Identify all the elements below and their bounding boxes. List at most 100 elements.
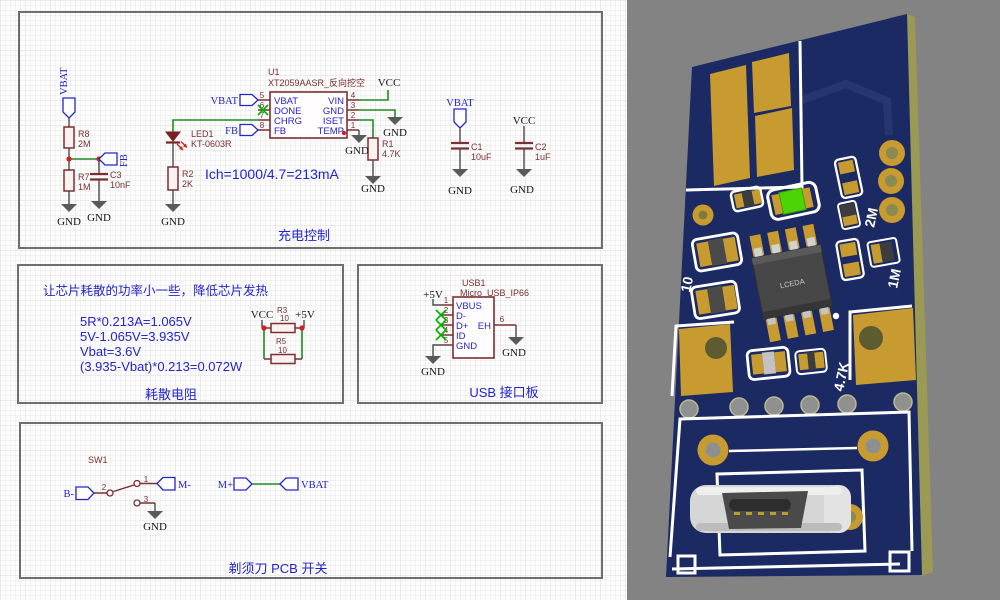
r3-value[interactable]: 10 [280,314,289,323]
net-port-vbat-bottom[interactable]: VBAT [279,477,329,491]
net-label-mplus[interactable]: M+ [218,480,233,491]
gnd-label[interactable]: GND [87,212,111,224]
r5-value[interactable]: 10 [278,346,287,355]
r5-ref[interactable]: R5 [276,337,287,346]
led1-value[interactable]: KT-0603R [191,139,232,149]
vcc-flag-u1[interactable]: VCC [378,77,401,89]
gnd-symbol-r7[interactable]: GND [57,204,81,228]
port-symbol-mminus[interactable] [156,476,176,491]
p5v-flag-r3[interactable]: +5V [295,309,315,321]
gnd-label[interactable]: GND [421,366,445,378]
net-port-mplus[interactable]: M+ [218,477,253,491]
r7-value[interactable]: 1M [78,182,91,192]
led1-ref[interactable]: LED1 [191,129,214,139]
net-label-bminus[interactable]: B- [64,489,75,500]
connector-usb1[interactable]: USB1 Micro_USB_IP66 1 2 3 4 5 6 VBUS D- … [435,278,529,359]
net-port-vbat-top[interactable]: VBAT [59,67,76,119]
dissipation-note[interactable]: 让芯片耗散的功率小一些，降低芯片发热 [43,283,269,298]
section-label-usb[interactable]: USB 接口板 [469,385,538,400]
wire-chrg-led[interactable] [172,119,258,132]
section-label-dissipation[interactable]: 耗散电阻 [145,387,197,402]
c3-value[interactable]: 10nF [110,180,131,190]
frame-charge-control[interactable] [18,11,603,249]
resistor-r5[interactable]: R5 10 [264,337,302,365]
wire-gnd-pin3[interactable] [359,109,396,117]
u1-ref[interactable]: U1 [268,67,280,77]
calc-line-4[interactable]: (3.935-Vbat)*0.213=0.072W [80,359,243,374]
pcb-3d-view[interactable]: 2M 1M 10 [627,0,1000,600]
wire-vin-vcc[interactable] [359,90,389,101]
gnd-label[interactable]: GND [161,216,185,228]
net-port-vbat-pin5[interactable]: VBAT [211,93,259,108]
led-led1[interactable]: LED1 KT-0603R [164,129,232,151]
frame-usb[interactable] [357,264,603,404]
r8-value[interactable]: 2M [78,139,91,149]
capacitor-c3[interactable]: C3 10nF [90,159,131,201]
r2-ref[interactable]: R2 [182,169,194,179]
net-label-mminus[interactable]: M- [178,480,191,491]
switch-sw1[interactable]: 2 1 3 [94,475,157,511]
port-symbol-vbat[interactable] [279,477,299,491]
sw1-ref[interactable]: SW1 [88,455,108,465]
port-symbol-fb[interactable] [239,123,259,137]
calc-line-1[interactable]: 5R*0.213A=1.065V [80,314,192,329]
resistor-r3[interactable]: R3 10 [264,306,302,334]
calc-line-3[interactable]: Vbat=3.6V [80,344,141,359]
p5v-flag-usb[interactable]: +5V [423,289,443,301]
c3-ref[interactable]: C3 [110,170,122,180]
gnd-label[interactable]: GND [361,183,385,195]
gnd-symbol-r1[interactable]: GND [361,176,385,195]
gnd-symbol-usb-eh[interactable]: GND [502,337,526,359]
c1-ref[interactable]: C1 [471,142,483,152]
gnd-label[interactable]: GND [383,127,407,139]
r1-ref[interactable]: R1 [382,139,394,149]
r3-ref[interactable]: R3 [277,306,288,315]
c1-value[interactable]: 10uF [471,152,492,162]
usb1-value[interactable]: Micro_USB_IP66 [460,288,529,298]
wire-stub[interactable] [432,299,517,356]
calc-line-2[interactable]: 5V-1.065V=3.935V [80,329,190,344]
u1-value[interactable]: XT2059AASR_反向挖空 [268,77,365,88]
port-symbol-bminus[interactable] [75,486,95,501]
gnd-symbol-sw[interactable]: GND [143,511,167,533]
r1-value[interactable]: 4.7K [382,149,401,159]
ich-annotation[interactable]: Ich=1000/4.7=213mA [205,166,340,182]
net-label-vbat[interactable]: VBAT [446,98,474,109]
gnd-symbol-usb5[interactable]: GND [421,356,445,378]
gnd-symbol-pin1[interactable]: GND [345,135,369,157]
gnd-label[interactable]: GND [143,521,167,533]
gnd-symbol-pin3[interactable]: GND [383,117,407,139]
r8-ref[interactable]: R8 [78,129,90,139]
port-symbol-vbat[interactable] [62,97,76,119]
gnd-symbol-r2[interactable]: GND [161,204,185,228]
wire-parallel[interactable] [263,328,303,359]
section-label-charge[interactable]: 充电控制 [278,228,330,243]
ic-u1[interactable]: U1 XT2059AASR_反向挖空 5 6 7 8 4 3 2 1 VBAT … [257,67,365,139]
net-port-fb-pin8[interactable]: FB [225,123,259,138]
capacitor-c1[interactable]: VBAT C1 10uF GND [446,98,492,197]
resistor-r8[interactable]: R8 2M [63,126,91,149]
gnd-label[interactable]: GND [345,145,369,157]
resistor-r7[interactable]: R7 1M [63,169,91,192]
c2-ref[interactable]: C2 [535,142,547,152]
net-label-fb[interactable]: FB [225,126,238,137]
port-symbol-vbat[interactable] [239,93,259,107]
wire-iset-r1[interactable] [359,119,374,138]
gnd-label[interactable]: GND [510,184,534,196]
net-port-bminus[interactable]: B- [64,486,95,501]
vcc-flag-r3[interactable]: VCC [251,309,274,321]
net-port-mminus[interactable]: M- [156,476,191,492]
net-label-fb[interactable]: FB [119,154,130,167]
gnd-label[interactable]: GND [57,216,81,228]
frame-dissipation[interactable] [17,264,344,404]
port-symbol-fb[interactable] [98,152,118,166]
u1-body[interactable] [269,91,348,139]
gnd-label[interactable]: GND [448,185,472,197]
usb1-ref[interactable]: USB1 [462,278,486,288]
r7-ref[interactable]: R7 [78,172,90,182]
gnd-symbol-c3[interactable]: GND [87,201,111,224]
net-label-vbat[interactable]: VBAT [301,480,329,491]
r2-value[interactable]: 2K [182,179,193,189]
gnd-label[interactable]: GND [502,347,526,359]
